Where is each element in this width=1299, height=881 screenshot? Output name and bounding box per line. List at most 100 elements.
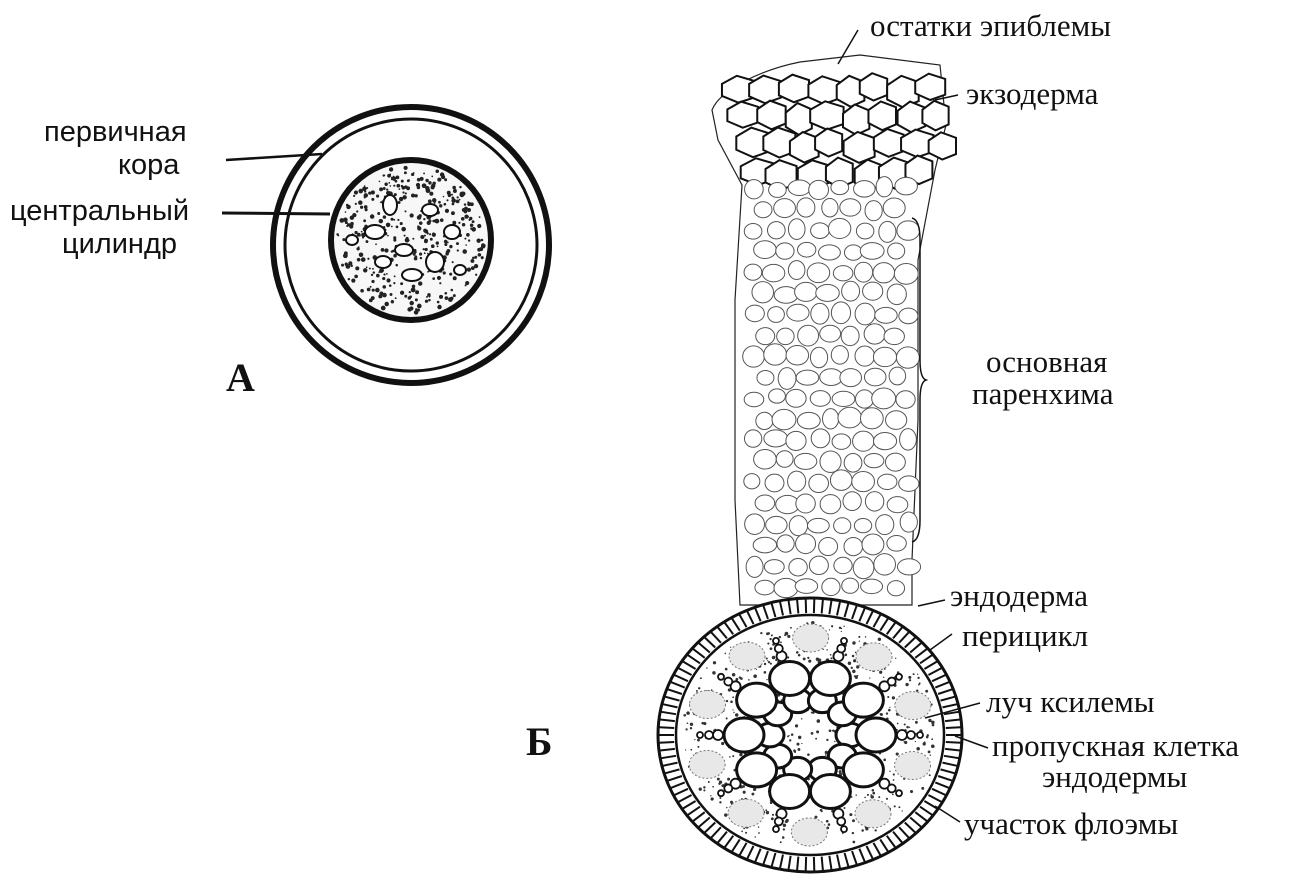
stipple-dot: [371, 274, 373, 276]
stipple-dot: [404, 171, 407, 174]
parenchyma-cell: [768, 307, 785, 323]
parenchyma-cell: [769, 389, 786, 403]
stele-dot: [712, 671, 715, 674]
protoxylem-cell: [888, 784, 896, 792]
parenchyma-cell: [864, 368, 886, 386]
stipple-dot: [354, 275, 358, 279]
parenchyma-cell: [796, 494, 815, 513]
stipple-dot: [428, 219, 431, 222]
parenchyma-cell: [819, 245, 841, 260]
stele-dot: [865, 636, 867, 638]
stele-dot: [719, 780, 722, 783]
stele-dot: [913, 673, 915, 675]
stele-dot: [831, 625, 833, 627]
parenchyma-cell: [832, 391, 855, 406]
parenchyma-cell: [820, 451, 841, 472]
protoxylem-cell: [841, 826, 847, 832]
stipple-dot: [423, 218, 425, 220]
endodermis-cell-wall: [822, 599, 823, 613]
stele-dot: [797, 748, 800, 751]
stipple-dot: [459, 199, 461, 201]
stipple-dot: [396, 226, 399, 229]
stipple-dot: [383, 273, 385, 275]
stipple-dot: [419, 221, 423, 225]
stele-dot: [769, 638, 771, 640]
stipple-dot: [384, 248, 388, 252]
stele-dot: [721, 742, 724, 745]
stele-dot: [872, 789, 875, 792]
parenchyma-cell: [774, 199, 796, 218]
stele-dot: [928, 719, 931, 722]
stele-dot: [852, 819, 855, 822]
stele-dot: [894, 805, 896, 807]
stipple-dot: [465, 244, 467, 246]
xylem-vessel: [810, 662, 850, 696]
stipple-dot: [354, 231, 357, 234]
stipple-dot: [395, 297, 397, 299]
label-central-cylinder-line1: центральный: [10, 197, 189, 226]
parenchyma-cell: [852, 471, 875, 491]
stele-dot: [924, 741, 926, 743]
stipple-dot: [350, 264, 353, 267]
stele-dot: [739, 676, 741, 678]
parenchyma-cell: [807, 518, 829, 533]
stele-dot: [795, 724, 798, 727]
exodermis-cell: [779, 75, 809, 103]
stele-dot: [765, 809, 767, 811]
stipple-dot: [366, 240, 369, 243]
stipple-dot: [355, 203, 357, 205]
stele-dot: [855, 676, 858, 679]
protoxylem-cell: [897, 730, 907, 740]
parenchyma-cell: [886, 411, 907, 430]
stele-dot: [915, 741, 916, 742]
stele-dot: [917, 674, 918, 675]
parenchyma-cell: [844, 245, 862, 260]
stipple-dot: [354, 190, 358, 194]
parenchyma-cell: [745, 305, 764, 322]
stele-dot: [745, 832, 747, 834]
stipple-dot: [336, 233, 338, 235]
stipple-dot: [464, 238, 466, 240]
stipple-dot: [402, 195, 406, 199]
stele-dot: [787, 635, 790, 638]
stele-dot: [896, 752, 899, 755]
stipple-dot: [427, 232, 429, 234]
stipple-dot: [365, 208, 368, 211]
parenchyma-cell: [865, 492, 883, 511]
parenchyma-cell: [796, 534, 816, 554]
stele-dot: [852, 641, 855, 644]
stipple-dot: [402, 191, 404, 193]
parenchyma-cell: [834, 557, 852, 573]
protoxylem-cell: [773, 638, 779, 644]
stipple-dot: [387, 235, 389, 237]
stele-dot: [823, 649, 824, 650]
stele-dot: [875, 829, 877, 831]
stele-dot: [832, 730, 834, 732]
stipple-dot: [459, 186, 461, 188]
stele-dot: [808, 660, 811, 663]
stipple-dot: [397, 219, 399, 221]
stele-dot: [683, 714, 686, 717]
stipple-dot: [435, 170, 439, 174]
stele-dot: [771, 818, 773, 820]
stele-dot: [782, 836, 785, 839]
stele-dot: [794, 751, 796, 753]
stipple-dot: [456, 242, 459, 245]
stele-dot: [783, 828, 785, 830]
stipple-dot: [472, 220, 475, 223]
stele-dot: [732, 709, 733, 710]
stele-dot: [787, 736, 789, 738]
stele-dot: [880, 713, 883, 716]
stipple-dot: [393, 185, 395, 187]
stipple-dot: [373, 271, 375, 273]
stele-dot: [713, 661, 716, 664]
parenchyma-cell: [797, 412, 820, 428]
parenchyma-cell: [757, 371, 774, 386]
stele-dot: [892, 696, 895, 699]
stele-dot: [694, 739, 695, 740]
stipple-dot: [446, 199, 448, 201]
stipple-dot: [370, 214, 374, 218]
stele-dot: [735, 678, 738, 681]
label-ground-parenchyma-line2: паренхима: [972, 378, 1113, 409]
stipple-dot: [425, 179, 428, 182]
